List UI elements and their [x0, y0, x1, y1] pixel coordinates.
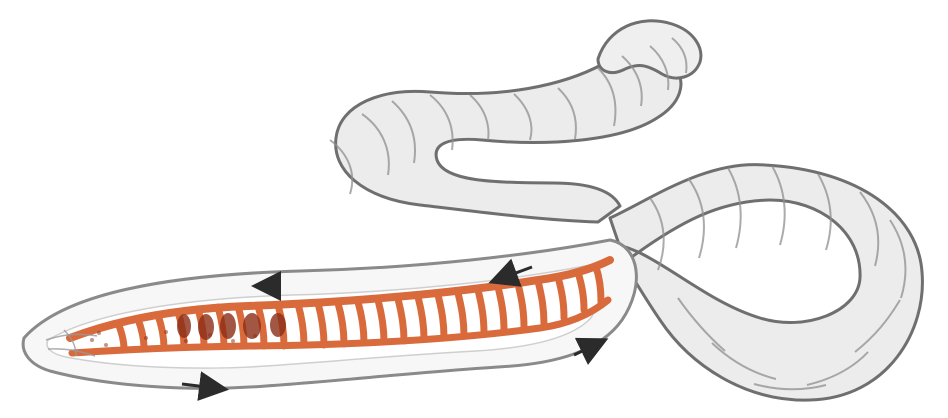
aortic-arch — [243, 313, 261, 339]
aortic-arch — [270, 313, 286, 337]
vessel-speckle — [144, 336, 148, 340]
vessel-speckle — [208, 333, 212, 337]
aortic-arch — [220, 313, 236, 339]
vessel-speckle — [164, 330, 168, 334]
vessel-speckle — [90, 338, 94, 342]
aortic-arch — [177, 314, 191, 338]
worm-body — [23, 21, 922, 400]
vessel-speckle — [97, 331, 101, 335]
worm-posterior-loop — [610, 165, 922, 401]
vessel-speckle — [253, 334, 257, 338]
vessel-speckle — [231, 339, 235, 343]
vessel-speckle — [104, 343, 108, 347]
vessel-speckle — [184, 339, 188, 343]
worm-middle-segment — [336, 52, 681, 222]
